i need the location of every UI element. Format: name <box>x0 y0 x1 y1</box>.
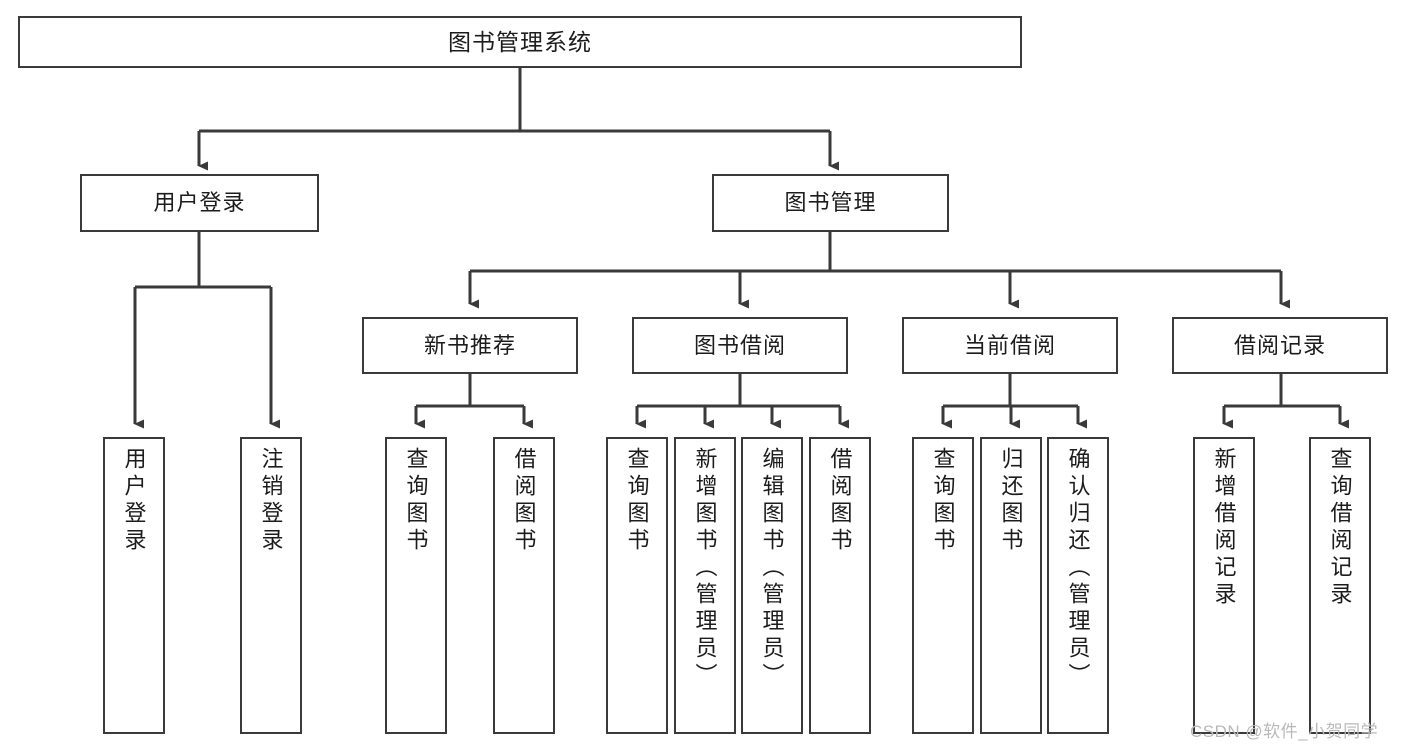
node-label: 新增借阅记录 <box>1211 447 1237 609</box>
node-label: 图书借阅 <box>693 332 786 358</box>
node-label: 用户登录 <box>153 190 246 216</box>
leaf-add-book[interactable]: 新增图书（管理员） <box>674 437 736 734</box>
node-label: 确认归还（管理员） <box>1065 447 1091 690</box>
leaf-borrow-book-2[interactable]: 借阅图书 <box>809 437 871 734</box>
leaf-add-record[interactable]: 新增借阅记录 <box>1193 437 1255 734</box>
leaf-query-book-3[interactable]: 查询图书 <box>912 437 974 734</box>
leaf-edit-book[interactable]: 编辑图书（管理员） <box>741 437 803 734</box>
node-borrow-record[interactable]: 借阅记录 <box>1172 317 1388 374</box>
leaf-return-book[interactable]: 归还图书 <box>980 437 1042 734</box>
node-label: 查询图书 <box>930 447 956 555</box>
node-user-login[interactable]: 用户登录 <box>80 174 319 232</box>
leaf-query-record[interactable]: 查询借阅记录 <box>1309 437 1371 734</box>
leaf-logout-login[interactable]: 注销登录 <box>240 437 302 734</box>
node-label: 新增图书（管理员） <box>692 447 718 690</box>
node-label: 借阅图书 <box>827 447 853 555</box>
node-label: 图书管理 <box>784 190 877 216</box>
node-label: 注销登录 <box>258 447 284 555</box>
node-label: 查询借阅记录 <box>1327 447 1353 609</box>
leaf-confirm-return[interactable]: 确认归还（管理员） <box>1047 437 1109 734</box>
node-label: 查询图书 <box>403 447 429 555</box>
node-label: 用户登录 <box>121 447 147 555</box>
node-label: 借阅图书 <box>511 447 537 555</box>
node-label: 编辑图书（管理员） <box>759 447 785 690</box>
node-new-book-recommend[interactable]: 新书推荐 <box>362 317 578 374</box>
node-book-borrow[interactable]: 图书借阅 <box>632 317 848 374</box>
node-book-management[interactable]: 图书管理 <box>712 174 949 232</box>
node-label: 图书管理系统 <box>448 28 592 55</box>
leaf-user-login[interactable]: 用户登录 <box>103 437 165 734</box>
csdn-watermark: CSDN @软件_小贺同学 <box>1190 722 1379 741</box>
node-root-system[interactable]: 图书管理系统 <box>18 16 1022 68</box>
node-label: 借阅记录 <box>1233 332 1326 358</box>
node-label: 当前借阅 <box>963 332 1056 358</box>
leaf-query-book-2[interactable]: 查询图书 <box>606 437 668 734</box>
node-label: 新书推荐 <box>423 332 516 358</box>
node-label: 归还图书 <box>998 447 1024 555</box>
node-current-borrow[interactable]: 当前借阅 <box>902 317 1118 374</box>
leaf-borrow-book-1[interactable]: 借阅图书 <box>493 437 555 734</box>
leaf-query-book-1[interactable]: 查询图书 <box>385 437 447 734</box>
node-label: 查询图书 <box>624 447 650 555</box>
